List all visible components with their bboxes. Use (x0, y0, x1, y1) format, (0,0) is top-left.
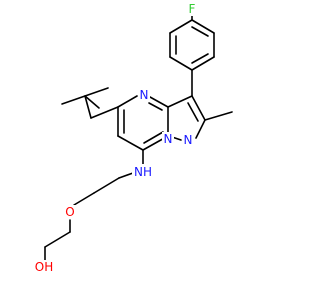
bond-tbu-4 (84, 95, 100, 109)
bond-tbu-ring (90, 106, 119, 119)
atom-nitrogen-ring-right: N (184, 133, 193, 147)
atom-amine-nh: NH (134, 165, 152, 179)
bond-tbu-1 (61, 95, 86, 105)
bond-ar-3 (169, 19, 193, 34)
bond-ar-4 (191, 19, 215, 34)
bond-ar-6-double (191, 53, 209, 64)
bond-tbu-2 (84, 87, 109, 97)
bond-methyl (204, 111, 233, 121)
bond-n4-c5 (117, 95, 138, 108)
bond-c2-n1 (195, 119, 206, 139)
bond-c9-n4 (149, 96, 169, 108)
bond-nh-ch2 (118, 172, 134, 179)
atom-ether-oxygen: O (65, 205, 74, 219)
atom-nitrogen-bridge: N (164, 132, 173, 146)
bond-ar-1 (169, 56, 193, 71)
bond-ch2-ch2b (44, 231, 71, 248)
bond-ar-6 (191, 56, 215, 71)
atom-fluorine: F (189, 2, 196, 16)
atom-nitrogen-ring-top: N (140, 88, 149, 102)
atom-hydroxyl: OH (35, 260, 53, 274)
bond-c3-c2 (191, 95, 206, 121)
bond-layer (44, 13, 233, 261)
bond-ch2-ch2 (93, 177, 120, 194)
bond-c3-c2-double (187, 102, 199, 122)
bond-tbu-3 (84, 95, 92, 119)
bond-c6-c7 (117, 135, 144, 151)
bond-ch2-o (73, 192, 95, 206)
atom-label-layer: F N N N NH O OH (32, 2, 199, 275)
bond-c9-n4-double (148, 102, 163, 111)
bond-ar-4-double (191, 26, 209, 37)
bond-c9-c3 (167, 95, 193, 108)
molecule-diagram: F N N N NH O OH (32, 2, 233, 275)
bond-c7-n8-double (143, 131, 164, 144)
